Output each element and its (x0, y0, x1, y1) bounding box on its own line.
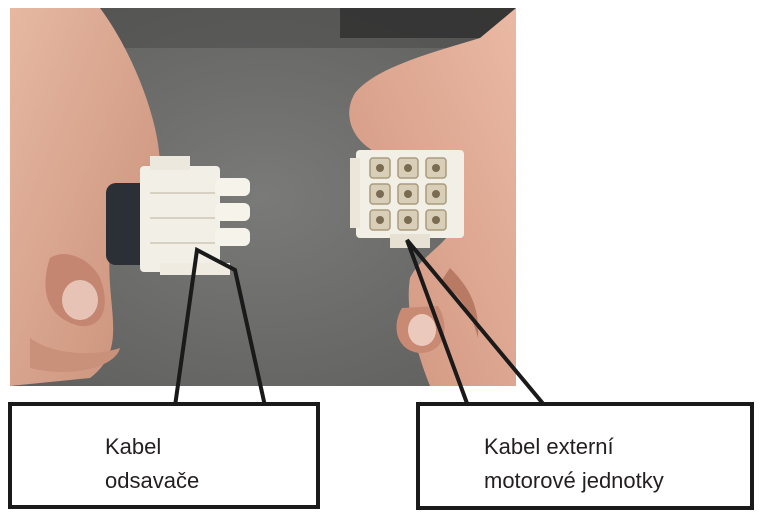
callout-right-line2: motorové jednotky (484, 468, 664, 493)
right-connector (350, 150, 464, 248)
callout-right-line1: Kabel externí (484, 434, 614, 459)
callout-left-line1: Kabel (105, 434, 162, 459)
callout-left: Kabel odsavače (8, 402, 320, 509)
connector-photo (10, 8, 516, 386)
left-hand (10, 8, 160, 386)
callout-left-line2: odsavače (105, 468, 200, 493)
callout-right: Kabel externí motorové jednotky (416, 402, 754, 510)
